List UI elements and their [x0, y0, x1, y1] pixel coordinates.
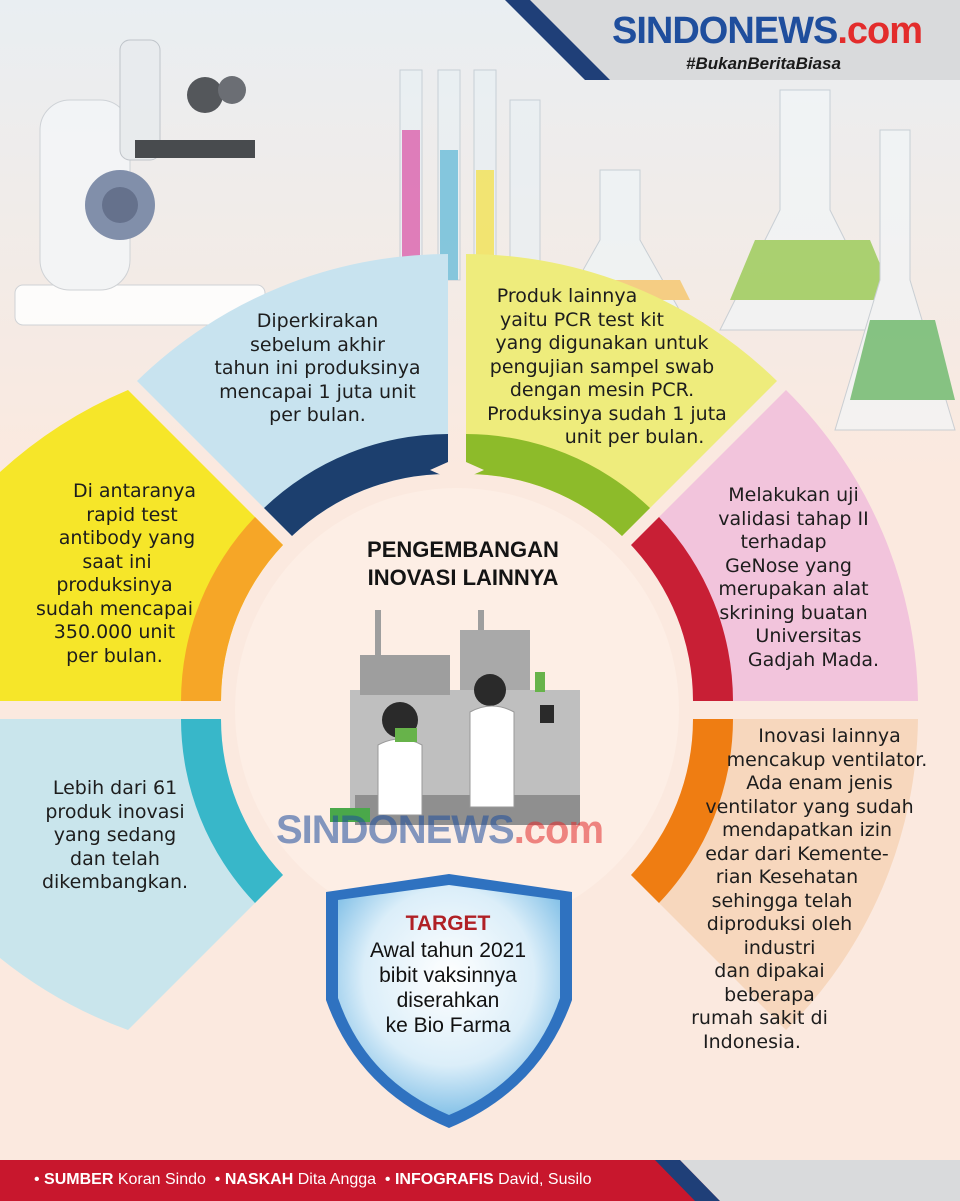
target-line: ke Bio Farma: [385, 1014, 511, 1037]
brand-logo: SINDONEWS.com: [612, 10, 923, 53]
footer-source-value: Koran Sindo: [117, 1171, 206, 1188]
text-line: pengujian sampel swab: [489, 355, 715, 378]
text-line: Gadjah Mada.: [747, 648, 880, 671]
target-line: bibit vaksinnya: [379, 964, 517, 987]
center-title: PENGEMBANGAN INOVASI LAINNYA: [330, 536, 596, 592]
text-line: per bulan.: [66, 644, 163, 667]
text-line: mencapai 1 juta unit: [219, 380, 416, 403]
footer-graphics-value: David, Susilo: [498, 1171, 592, 1188]
segment-top-left-text: Diperkirakan sebelum akhir tahun ini pro…: [200, 310, 435, 428]
text-line: Ada enam jenis: [746, 772, 893, 794]
text-line: Produk lainnya: [496, 285, 638, 307]
text-line: Melakukan uji: [728, 484, 859, 506]
text-line: sehingga telah: [711, 889, 853, 912]
segment-right-lower-text: Inovasi lainnya mencakup ventilator. Ada…: [672, 725, 942, 1054]
text-line: dengan mesin PCR.: [509, 379, 695, 401]
ring-green: [466, 434, 650, 536]
footer-source-label: SUMBER: [44, 1171, 114, 1188]
footer-graphics-label: INFOGRAFIS: [394, 1171, 494, 1188]
text-line: Lebih dari 61: [52, 777, 178, 799]
text-line: dikembangkan.: [41, 871, 189, 893]
ring-orange: [181, 517, 283, 701]
target-line: Awal tahun 2021: [369, 939, 527, 962]
inner-ring: [181, 434, 733, 903]
text-line: Universitas: [755, 625, 862, 647]
text-line: dan telah: [70, 847, 160, 870]
text-line: yang digunakan untuk: [495, 332, 709, 354]
text-line: Indonesia.: [703, 1030, 801, 1053]
footer-credits: • SUMBER Koran Sindo • NASKAH Dita Angga…: [34, 1171, 592, 1188]
text-line: antibody yang: [58, 527, 196, 549]
brand-logo-suffix: .com: [837, 10, 923, 52]
text-line: rumah sakit di: [691, 1007, 828, 1029]
text-line: per bulan.: [269, 404, 366, 426]
ring-teal: [181, 719, 283, 903]
text-line: dan dipakai beberapa: [714, 960, 825, 1006]
text-line: terhadap: [740, 531, 827, 553]
text-line: 350.000 unit: [53, 621, 176, 643]
text-line: yang sedang: [53, 824, 177, 846]
text-line: sebelum akhir: [250, 333, 385, 356]
target-line: diserahkan: [396, 989, 500, 1012]
ring-notches: [430, 462, 484, 478]
center-title-line: PENGEMBANGAN: [367, 537, 559, 562]
text-line: rian Kesehatan: [715, 866, 859, 888]
watermark-suffix: .com: [513, 808, 604, 852]
segment-right-upper-text: Melakukan uji validasi tahap II terhadap…: [696, 484, 891, 672]
text-line: ventilator yang sudah: [705, 795, 914, 818]
header-accent: [505, 0, 610, 80]
watermark-left: SINDO: [276, 808, 399, 852]
ring-dark-orange: [631, 719, 733, 903]
text-line: Inovasi lainnya: [758, 725, 901, 747]
brand-hashtag: #BukanBeritaBiasa: [686, 54, 841, 73]
text-line: validasi tahap II: [718, 507, 869, 530]
brand-logo-left: SINDO: [612, 10, 728, 52]
text-line: diproduksi oleh industri: [706, 913, 853, 959]
text-line: sudah mencapai: [35, 597, 194, 620]
text-line: GeNose yang: [725, 554, 852, 577]
brand-watermark: SINDONEWS.com: [276, 808, 604, 853]
ring-navy: [264, 434, 448, 536]
ring-red: [631, 517, 733, 701]
footer-writer-value: Dita Angga: [297, 1171, 377, 1188]
footer-accent: [655, 1160, 720, 1201]
target-shield: [326, 874, 572, 1128]
text-line: mendapatkan izin: [721, 819, 893, 841]
watermark-right: NEWS: [397, 808, 515, 852]
text-line: rapid test: [86, 503, 178, 526]
text-line: skrining buatan: [719, 601, 868, 624]
target-text: Awal tahun 2021 bibit vaksinnya diserahk…: [350, 938, 546, 1038]
footer-writer-label: NASKAH: [224, 1171, 294, 1188]
text-line: produk inovasi: [45, 800, 185, 823]
text-line: edar dari Kemente-: [705, 842, 889, 865]
text-line: Di antaranya: [72, 480, 197, 502]
glassware-illustration: [399, 69, 956, 431]
segment-left-lower-text: Lebih dari 61 produk inovasi yang sedang…: [20, 777, 210, 895]
segment-left-upper-text: Di antaranya rapid test antibody yang sa…: [22, 480, 207, 668]
text-line: produksinya: [56, 574, 173, 596]
header-band: [520, 0, 960, 80]
brand-logo-right: NEWS: [727, 10, 838, 52]
center-title-line: INOVASI LAINNYA: [367, 565, 559, 590]
scientists-illustration: [330, 610, 580, 825]
text-line: merupakan alat: [718, 578, 869, 600]
microscope-illustration: [14, 39, 266, 326]
text-line: yaitu PCR test kit: [500, 308, 664, 331]
text-line: unit per bulan.: [564, 426, 705, 448]
text-line: Diperkirakan: [256, 310, 379, 332]
footer-grey: [680, 1160, 960, 1201]
segment-top-right-text: Produk lainnya yaitu PCR test kit yang d…: [466, 285, 738, 450]
text-line: Produksinya sudah 1 juta: [487, 402, 727, 425]
text-line: tahun ini produksinya: [214, 357, 421, 379]
text-line: saat ini: [82, 550, 152, 573]
text-line: mencakup ventilator.: [726, 748, 928, 771]
target-label: TARGET: [405, 912, 491, 935]
